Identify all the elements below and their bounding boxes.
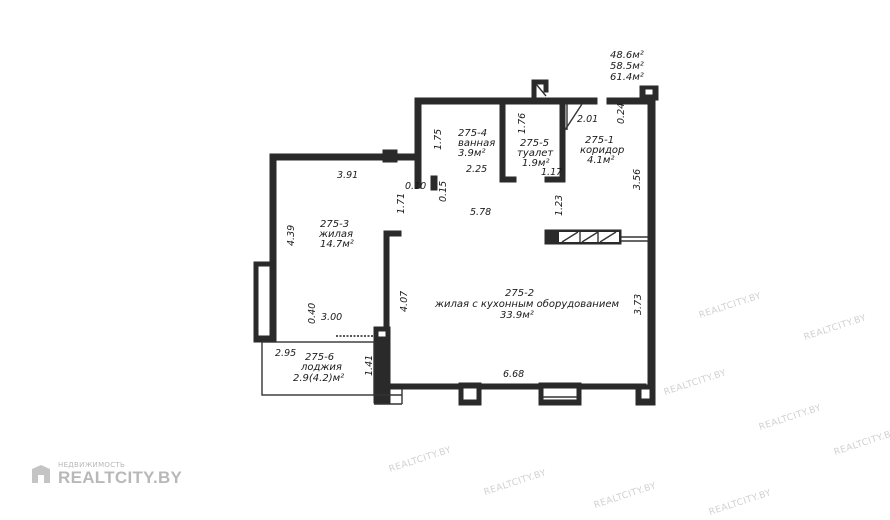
dimension-label: 6.68 <box>503 369 524 380</box>
room-name: лоджия <box>300 362 342 373</box>
dimension-label: 1.17 <box>541 167 562 178</box>
walls <box>253 79 659 406</box>
dimension-label: 4.07 <box>399 291 410 312</box>
watermark-text: REALTCITY.BY <box>708 488 773 518</box>
room-id: 275-5 <box>520 138 549 149</box>
realtcity-logo: НЕДВИЖИМОСТЬ REALTCITY.BY <box>30 458 182 490</box>
dimension-label: 1.23 <box>554 195 565 216</box>
watermark-text: REALTCITY.BY <box>698 291 763 321</box>
dimension-label: 3.91 <box>337 170 358 181</box>
logo-brand: REALTCITY.BY <box>58 467 183 487</box>
room-area: 14.7м² <box>320 239 354 250</box>
dimension-label: 1.71 <box>396 193 407 214</box>
dimension-label: 1.41 <box>364 355 375 376</box>
dimension-label: 3.56 <box>632 169 643 190</box>
room-name: коридор <box>580 145 624 156</box>
internal-walls <box>383 99 648 332</box>
room-area: 2.9(4.2)м² <box>293 373 344 384</box>
dimension-label: 0.40 <box>307 303 318 324</box>
watermark-text: REALTCITY.BY <box>758 403 823 433</box>
room-275-2: 275-2 жилая с кухонным оборудованием 33.… <box>434 288 619 321</box>
dimension-label: 1.75 <box>433 129 444 150</box>
watermark-text: REALTCITY.BY <box>593 481 658 511</box>
room-id: 275-2 <box>505 288 534 299</box>
room-area: 33.9м² <box>500 310 534 321</box>
room-area: 3.9м² <box>458 148 485 159</box>
room-area: 4.1м² <box>587 155 614 166</box>
room-275-4: 275-4 ванная 3.9м² <box>458 128 495 159</box>
dimension-label: 3.00 <box>321 312 342 323</box>
total-area-2: 58.5м² <box>610 61 644 72</box>
room-275-3: 275-3 жилая 14.7м² <box>318 219 354 250</box>
dimension-label: 2.01 <box>577 114 598 125</box>
dimension-label: 0.24 <box>616 103 627 124</box>
dimension-label: 5.78 <box>470 207 491 218</box>
room-area: 1.9м² <box>522 158 549 169</box>
room-name: жилая с кухонным оборудованием <box>434 298 619 310</box>
total-area-3: 61.4м² <box>610 72 644 83</box>
watermark-text: REALTCITY.BY <box>388 445 453 475</box>
room-id: 275-1 <box>585 135 614 146</box>
room-id: 275-6 <box>305 352 334 363</box>
dimension-label: 2.25 <box>466 164 487 175</box>
room-name: ванная <box>458 138 495 149</box>
dimension-label: 4.39 <box>286 225 297 246</box>
watermark-text: REALTCITY.BY <box>483 468 548 498</box>
watermark-text: REALTCITY.BY <box>833 428 890 458</box>
dimensions: 2.01 0.24 1.76 1.75 3.91 2.25 1.17 3.56 … <box>275 103 644 380</box>
dimension-label: 3.73 <box>633 294 644 315</box>
room-275-5: 275-5 туалет 1.9м² <box>517 138 554 169</box>
logo-tagline: НЕДВИЖИМОСТЬ <box>58 460 126 469</box>
room-275-6: 275-6 лоджия 2.9(4.2)м² <box>293 352 344 384</box>
dimension-label: 1.76 <box>517 113 528 134</box>
watermark-text: REALTCITY.BY <box>803 313 868 343</box>
dimension-label: 2.95 <box>275 348 296 359</box>
room-name: туалет <box>517 148 554 159</box>
dimension-label: 0.10 <box>405 181 426 192</box>
watermark-text: REALTCITY.BY <box>663 368 728 398</box>
room-id: 275-4 <box>458 128 487 139</box>
logo-mark-icon <box>32 465 50 483</box>
room-name: жилая <box>318 229 353 240</box>
dimension-label: 0.15 <box>438 181 449 202</box>
room-id: 275-3 <box>320 219 349 230</box>
room-275-1: 275-1 коридор 4.1м² <box>580 135 624 166</box>
total-area-1: 48.6м² <box>610 50 644 61</box>
